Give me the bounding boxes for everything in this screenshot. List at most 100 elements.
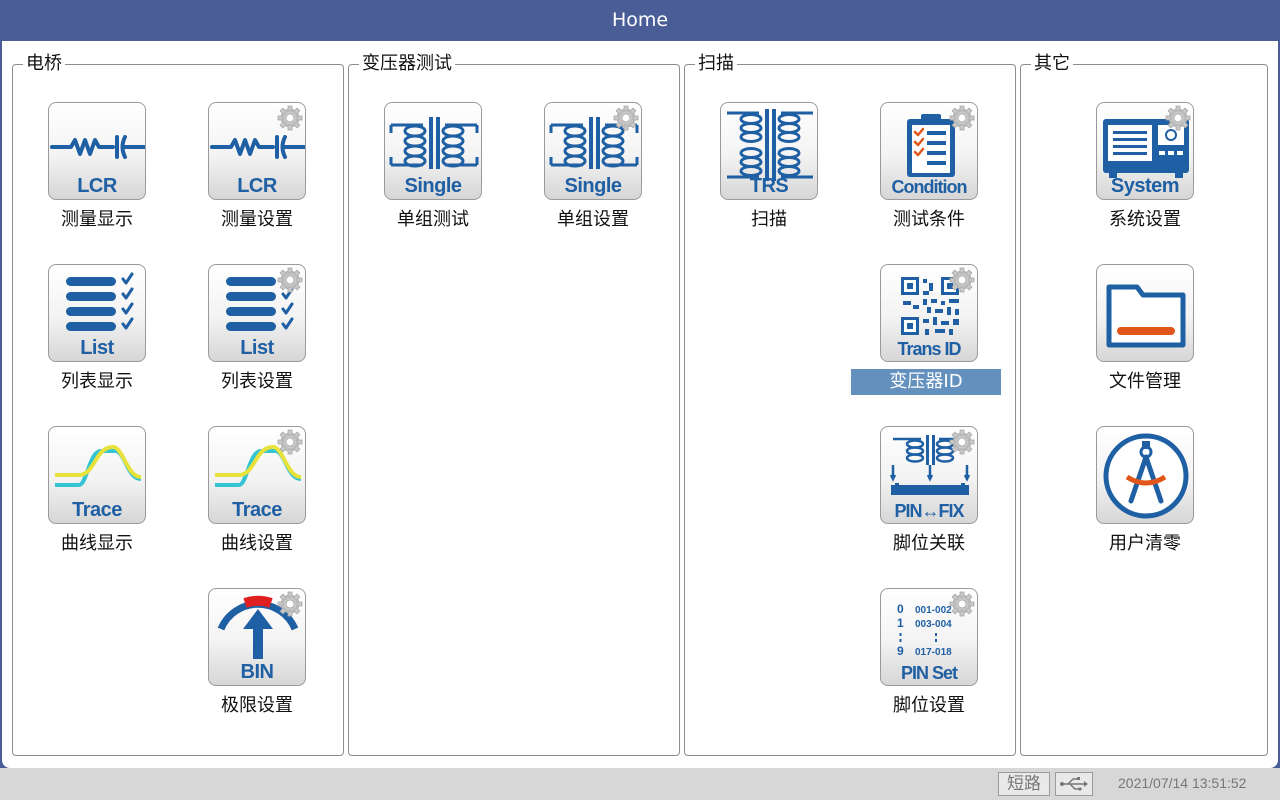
gear-icon [276, 266, 304, 294]
list-setup-button[interactable]: List [208, 264, 306, 362]
gear-icon [1164, 104, 1192, 132]
list-display-label: 列表显示 [61, 371, 133, 392]
single-test-label: 单组测试 [397, 209, 469, 230]
datetime: 2021/07/14 13:51:52 [1118, 775, 1247, 791]
status-bar: 短路 2021/07/14 13:51:52 [0, 768, 1280, 800]
tile-single-setup[interactable]: Single 单组设置 [509, 102, 659, 252]
pin-fix-tag: PIN↔FIX [894, 501, 964, 521]
single-setup-label: 单组设置 [557, 209, 629, 230]
pin-row-1: 1 [897, 616, 904, 630]
lcr-setup-label: 测量设置 [221, 209, 293, 230]
home-panel: 电桥 LCR 测量显示 LCR 测量设置 List 列表显示 [2, 41, 1278, 768]
system-label: 系统设置 [1109, 209, 1181, 230]
tile-system[interactable]: System 系统设置 [1061, 102, 1211, 252]
pin-row-9: 9 [897, 644, 904, 658]
gear-icon [948, 428, 976, 456]
usb-icon [1060, 777, 1088, 791]
file-mgmt-button[interactable] [1096, 264, 1194, 362]
trace-setup-button[interactable]: Trace [208, 426, 306, 524]
trace-display-button[interactable]: Trace [48, 426, 146, 524]
tile-user-zero[interactable]: 用户清零 [1061, 426, 1211, 576]
trace-setup-label: 曲线设置 [221, 533, 293, 554]
system-tag: System [1110, 175, 1180, 197]
gear-icon [612, 104, 640, 132]
trans-id-tag: Trans ID [897, 339, 961, 359]
user-zero-button[interactable] [1096, 426, 1194, 524]
pin-fix-button[interactable]: PIN↔FIX [880, 426, 978, 524]
single-setup-button[interactable]: Single [544, 102, 642, 200]
list-display-button[interactable]: List [48, 264, 146, 362]
user-zero-label: 用户清零 [1109, 533, 1181, 554]
single-setup-tag: Single [564, 175, 622, 197]
tile-file-mgmt[interactable]: 文件管理 [1061, 264, 1211, 414]
tile-pin-fix[interactable]: PIN↔FIX 脚位关联 [845, 426, 995, 576]
list-setup-label: 列表设置 [221, 371, 293, 392]
group-title-other: 其它 [1031, 52, 1073, 76]
usb-status [1055, 772, 1093, 796]
pin-row-0: 0 [897, 602, 904, 616]
bin-setup-tag: BIN [240, 661, 274, 683]
trans-id-button[interactable]: Trans ID [880, 264, 978, 362]
folder-icon [1097, 265, 1194, 362]
tile-trans-id[interactable]: Trans ID 变压器ID [845, 264, 1001, 414]
tile-condition[interactable]: Condition 测试条件 [845, 102, 995, 252]
gear-icon [276, 104, 304, 132]
tile-trace-display[interactable]: Trace 曲线显示 [13, 426, 163, 576]
tile-trace-setup[interactable]: Trace 曲线设置 [173, 426, 323, 576]
bin-setup-button[interactable]: BIN [208, 588, 306, 686]
pin-table-icon: 0 1 9 001-002 003-004 017-018 [897, 602, 952, 658]
pin-set-label: 脚位设置 [893, 695, 965, 716]
trace-setup-tag: Trace [232, 499, 282, 521]
lcr-display-tag: LCR [77, 175, 117, 197]
condition-label: 测试条件 [893, 209, 965, 230]
pin-pair-2: 003-004 [915, 619, 952, 630]
trace-display-label: 曲线显示 [61, 533, 133, 554]
list-display-tag: List [80, 337, 114, 359]
list-setup-tag: List [240, 337, 274, 359]
pin-set-tag: PIN Set [900, 663, 958, 683]
tile-trs-scan[interactable]: TRS 扫描 [685, 102, 835, 252]
gear-icon [948, 590, 976, 618]
pin-set-button[interactable]: 0 1 9 001-002 003-004 017-018 [880, 588, 978, 686]
lcr-display-label: 测量显示 [61, 209, 133, 230]
gear-icon [276, 428, 304, 456]
trace-display-tag: Trace [72, 499, 122, 521]
tile-bin-setup[interactable]: BIN 极限设置 [173, 588, 323, 738]
group-other: 其它 System 系统设置 文件管理 用户清零 [1020, 52, 1268, 756]
gear-icon [276, 590, 304, 618]
tile-pin-set[interactable]: 0 1 9 001-002 003-004 017-018 [845, 588, 995, 738]
lcr-setup-tag: LCR [237, 175, 277, 197]
bin-setup-label: 极限设置 [221, 695, 293, 716]
trs-scan-button[interactable]: TRS [720, 102, 818, 200]
system-button[interactable]: System [1096, 102, 1194, 200]
group-scan: 扫描 TRS 扫描 Condition 测试条件 Trans ID 变压器ID [684, 52, 1016, 756]
single-test-tag: Single [404, 175, 462, 197]
window-title: Home [0, 0, 1280, 40]
group-transformer: 变压器测试 Single 单组测试 Single 单组设置 [348, 52, 680, 756]
trs-scan-label: 扫描 [751, 209, 787, 230]
file-mgmt-label: 文件管理 [1109, 371, 1181, 392]
condition-button[interactable]: Condition [880, 102, 978, 200]
group-bridge: 电桥 LCR 测量显示 LCR 测量设置 List 列表显示 [12, 52, 344, 756]
gear-icon [948, 266, 976, 294]
pin-pair-3: 017-018 [915, 647, 952, 658]
compass-icon [1097, 427, 1194, 524]
group-title-bridge: 电桥 [23, 52, 65, 76]
tile-lcr-display[interactable]: LCR 测量显示 [13, 102, 163, 252]
pin-fix-label: 脚位关联 [893, 533, 965, 554]
condition-tag: Condition [891, 177, 968, 197]
group-title-scan: 扫描 [695, 52, 737, 76]
tile-list-setup[interactable]: List 列表设置 [173, 264, 323, 414]
lcr-display-button[interactable]: LCR [48, 102, 146, 200]
trs-scan-tag: TRS [749, 175, 789, 197]
single-test-button[interactable]: Single [384, 102, 482, 200]
lcr-setup-button[interactable]: LCR [208, 102, 306, 200]
pin-pair-1: 001-002 [915, 605, 952, 616]
trans-id-label: 变压器ID [851, 369, 1001, 395]
gear-icon [948, 104, 976, 132]
short-circuit-button[interactable]: 短路 [998, 772, 1050, 796]
tile-single-test[interactable]: Single 单组测试 [349, 102, 499, 252]
group-title-transformer: 变压器测试 [359, 52, 455, 76]
tile-list-display[interactable]: List 列表显示 [13, 264, 163, 414]
tile-lcr-setup[interactable]: LCR 测量设置 [173, 102, 323, 252]
